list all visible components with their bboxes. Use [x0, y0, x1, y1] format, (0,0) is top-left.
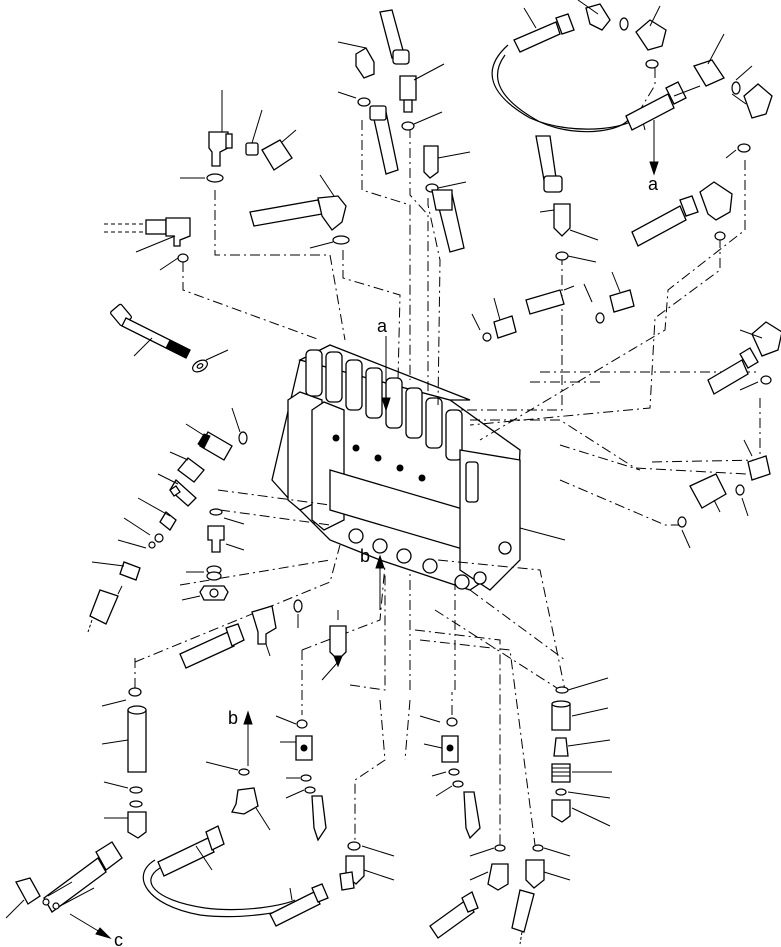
- label-b-center: b: [360, 546, 370, 566]
- lower-center-fittings: [157, 610, 395, 927]
- flexible-hoses: [142, 44, 641, 918]
- center-right-fittings: [419, 715, 571, 945]
- top-left-fittings: [104, 90, 350, 271]
- lower-left-hose-and-elbow: [5, 599, 303, 940]
- top-center-fittings: [337, 9, 635, 342]
- dash-dot-routing-lines: [134, 68, 766, 846]
- right-side-fittings: [677, 321, 781, 549]
- label-a-top: a: [377, 316, 388, 336]
- flow-arrows: [243, 336, 391, 766]
- label-c-bottom: c: [114, 930, 123, 947]
- right-stack-fittings: [551, 677, 612, 827]
- label-b-left: b: [228, 708, 238, 728]
- main-control-valve: [271, 344, 566, 591]
- top-right-fittings: [513, 0, 773, 247]
- long-bolt-and-washer: [110, 303, 229, 373]
- label-a-right: a: [648, 174, 659, 194]
- reference-labels: a a b b c: [114, 174, 659, 947]
- left-side-plugs: [87, 407, 248, 633]
